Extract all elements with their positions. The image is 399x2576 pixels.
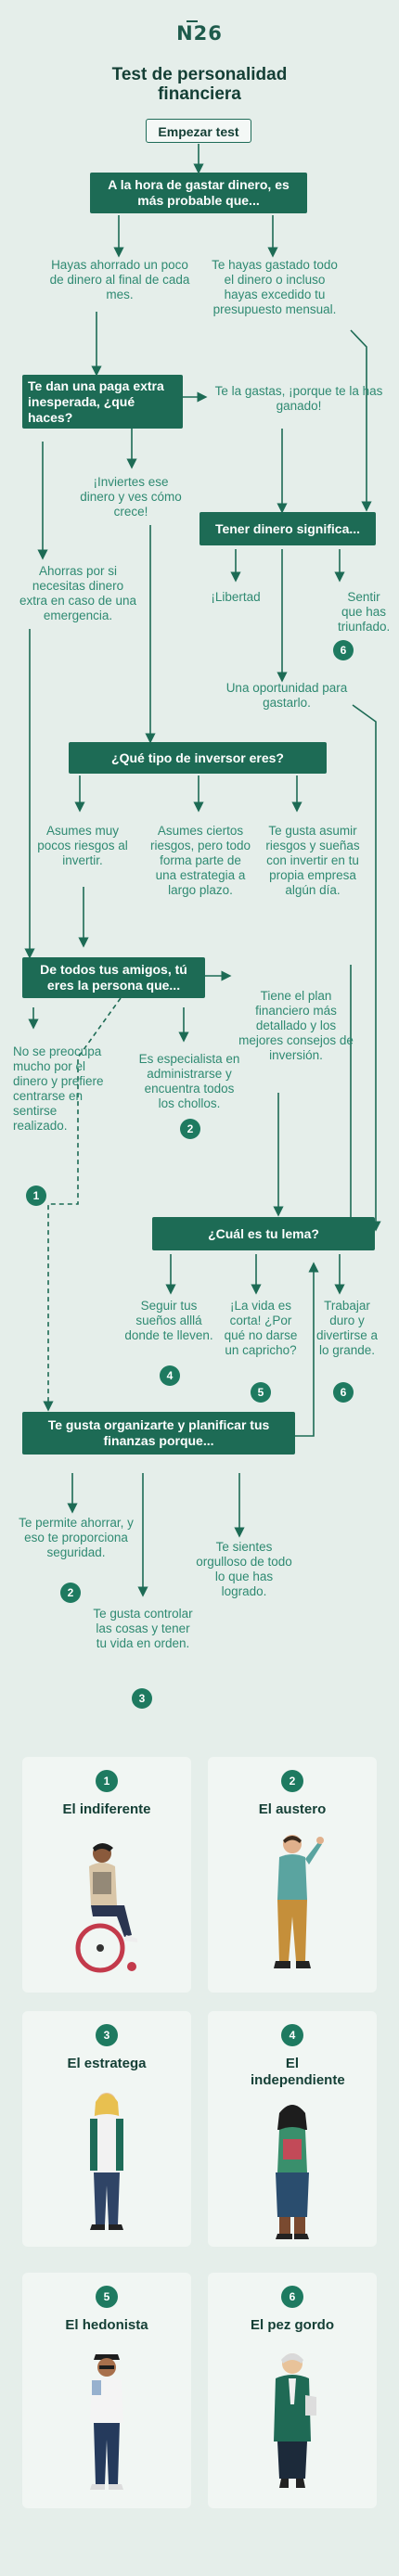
card-title: El indiferente	[62, 1801, 151, 1817]
wheelchair-person-icon	[75, 1843, 137, 1973]
strategist-person-icon	[90, 2093, 123, 2230]
result-card-4[interactable]: 4 El independiente	[208, 2011, 377, 2247]
title-line-2: financiera	[158, 84, 241, 104]
answer-success[interactable]: Sentir que has triunfado.	[338, 590, 391, 634]
start-test-button[interactable]: Empezar test	[146, 119, 251, 143]
logo-accent-bar	[187, 20, 198, 22]
n26-logo: N26	[176, 22, 223, 45]
result-badge-6b[interactable]: 6	[333, 1382, 354, 1403]
result-badge-1[interactable]: 1	[26, 1185, 46, 1206]
answer-spend-bonus[interactable]: Te la gastas, ¡porque te la has ganado!	[214, 384, 383, 413]
card-number-badge: 4	[281, 2024, 303, 2046]
page-title: Test de personalidad financiera	[0, 65, 399, 104]
answer-invest-bonus[interactable]: ¡Inviertes ese dinero y ves cómo crece!	[80, 475, 182, 519]
arrow-a1b-q3	[350, 329, 372, 512]
card-number-badge: 1	[96, 1770, 118, 1792]
title-line-1: Test de personalidad	[111, 65, 288, 84]
result-card-3[interactable]: 3 El estratega	[22, 2011, 191, 2247]
card-title: El pez gordo	[251, 2317, 334, 2333]
question-1[interactable]: A la hora de gastar dinero, es más proba…	[90, 173, 307, 213]
card-number-badge: 6	[281, 2286, 303, 2308]
flow-connectors	[24, 144, 381, 1597]
answer-save-emergency[interactable]: Ahorras por si necesitas dinero extra en…	[19, 564, 137, 622]
arrow-q7-q6	[295, 1262, 319, 1437]
answer-detailed-plan[interactable]: Tiene el plan financiero más detallado y…	[238, 989, 354, 1062]
answer-security[interactable]: Te permite ahorrar, y eso te proporciona…	[19, 1516, 134, 1559]
answer-proud[interactable]: Te sientes orgulloso de todo lo que has …	[196, 1540, 292, 1598]
big-fish-person-icon	[274, 2353, 316, 2488]
result-badge-6[interactable]: 6	[333, 640, 354, 660]
answer-saved-money[interactable]: Hayas ahorrado un poco de dinero al fina…	[49, 258, 190, 301]
answer-control[interactable]: Te gusta controlar las cosas y tener tu …	[93, 1607, 193, 1650]
question-5[interactable]: De todos tus amigos, tú eres la persona …	[22, 957, 205, 998]
result-badge-5[interactable]: 5	[251, 1382, 271, 1403]
result-card-5[interactable]: 5 El hedonista	[22, 2273, 191, 2508]
answer-follow-dreams[interactable]: Seguir tus sueños alllá donde te lleven.	[124, 1299, 213, 1342]
answer-strategic-risk[interactable]: Asumes ciertos riesgos, pero todo forma …	[149, 824, 251, 897]
card-title: El austero	[258, 1801, 327, 1817]
question-6[interactable]: ¿Cuál es tu lema?	[152, 1217, 375, 1250]
arrow-dashed-q7	[43, 997, 122, 1412]
card-title-text: El independiente	[251, 2056, 345, 2088]
card-number-badge: 2	[281, 1770, 303, 1792]
result-card-2[interactable]: 2 El austero	[208, 1757, 377, 1993]
arrow-a3c-q6	[352, 704, 381, 1232]
answer-bargain-finder[interactable]: Es especialista en administrarse y encue…	[138, 1052, 240, 1110]
answer-spent-all[interactable]: Te hayas gastado todo el dinero o inclus…	[212, 258, 338, 316]
question-2[interactable]: Te dan una paga extra inesperada, ¿qué h…	[22, 375, 183, 429]
result-badge-2[interactable]: 2	[180, 1119, 200, 1139]
card-number-badge: 3	[96, 2024, 118, 2046]
question-7[interactable]: Te gusta organizarte y planificar tus fi…	[22, 1412, 295, 1455]
answer-work-hard[interactable]: Trabajar duro y divertirse a lo grande.	[315, 1299, 379, 1357]
result-card-6[interactable]: 6 El pez gordo	[208, 2273, 377, 2508]
waving-person-icon	[274, 1835, 324, 1968]
result-badge-3[interactable]: 3	[132, 1688, 152, 1709]
card-title: El estratega	[67, 2056, 147, 2071]
card-title: El independiente	[208, 2056, 377, 2089]
card-number-badge: 5	[96, 2286, 118, 2308]
answer-freedom[interactable]: ¡Libertad	[211, 590, 261, 604]
independent-person-icon	[276, 2105, 309, 2239]
question-3[interactable]: Tener dinero significa...	[200, 512, 376, 545]
hedonist-person-icon	[90, 2354, 123, 2490]
answer-unworried[interactable]: No se preocupa mucho por el dinero y pre…	[13, 1044, 104, 1133]
answer-low-risk[interactable]: Asumes muy pocos riesgos al invertir.	[37, 824, 128, 867]
card-title: El hedonista	[65, 2317, 148, 2333]
answer-high-risk[interactable]: Te gusta asumir riesgos y sueñas con inv…	[265, 824, 360, 897]
result-card-1[interactable]: 1 El indiferente	[22, 1757, 191, 1993]
answer-life-short[interactable]: ¡La vida es corta! ¿Por qué no darse un …	[224, 1299, 298, 1357]
result-badge-4[interactable]: 4	[160, 1365, 180, 1386]
answer-spend-opportunity[interactable]: Una oportunidad para gastarlo.	[225, 681, 348, 710]
result-badge-2b[interactable]: 2	[60, 1583, 81, 1603]
question-4[interactable]: ¿Qué tipo de inversor eres?	[69, 742, 327, 774]
